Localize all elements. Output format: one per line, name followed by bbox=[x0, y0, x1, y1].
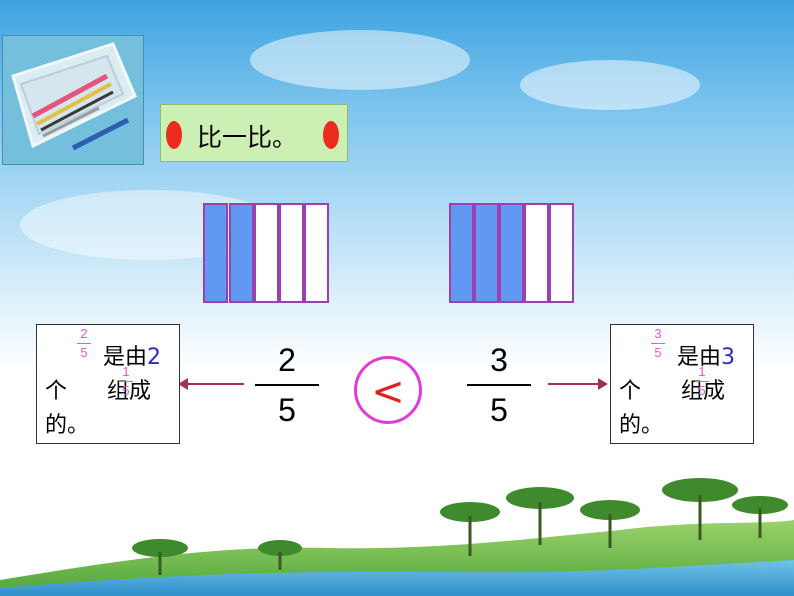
comparison-circle: < bbox=[354, 356, 422, 424]
bar-part-filled bbox=[449, 203, 474, 303]
mini-unit-fraction: 1 5 bbox=[695, 365, 709, 398]
mini-denominator: 5 bbox=[654, 345, 662, 360]
mini-fraction-bar bbox=[651, 343, 665, 344]
tree bbox=[662, 478, 738, 502]
right-numerator: 3 bbox=[490, 342, 508, 378]
note-count: 2 bbox=[147, 345, 162, 370]
fraction-bar bbox=[255, 384, 319, 386]
mini-fraction: 2 5 bbox=[77, 327, 91, 360]
title-text: 比一比。 bbox=[197, 123, 298, 152]
note-count: 3 bbox=[721, 345, 736, 370]
note-text: 是由 bbox=[677, 345, 722, 370]
bar-part-filled bbox=[229, 203, 254, 303]
note-text: 组成 bbox=[107, 379, 152, 404]
bar-part-filled bbox=[499, 203, 524, 303]
red-oval-icon bbox=[166, 121, 182, 149]
right-fraction-bars bbox=[449, 203, 575, 303]
bar-part-empty bbox=[304, 203, 329, 303]
cloud bbox=[250, 30, 470, 90]
less-than-symbol: < bbox=[371, 369, 405, 415]
left-explanation-box: 2 5 是由2 个组成 1 5 的。 bbox=[36, 324, 180, 444]
pencil-box-image bbox=[2, 35, 144, 165]
left-numerator: 2 bbox=[278, 342, 296, 378]
arrow-left-icon bbox=[178, 378, 244, 390]
note-text: 组成 bbox=[681, 379, 726, 404]
note-line: 是由2 bbox=[103, 339, 161, 371]
mini-numerator: 1 bbox=[122, 364, 130, 379]
bar-part-filled bbox=[474, 203, 499, 303]
note-text: 个 bbox=[45, 379, 68, 404]
mini-denominator: 5 bbox=[122, 383, 130, 398]
note-line: 个 组成 bbox=[619, 373, 725, 405]
tree bbox=[732, 496, 788, 514]
mini-denominator: 5 bbox=[698, 383, 706, 398]
mini-fraction-bar bbox=[695, 381, 709, 382]
bar-part-empty bbox=[279, 203, 304, 303]
tree bbox=[258, 540, 302, 556]
bar-part-empty bbox=[254, 203, 279, 303]
fraction-bar bbox=[467, 384, 531, 386]
note-line: 是由3 bbox=[677, 339, 735, 371]
tree bbox=[440, 502, 500, 522]
tree bbox=[506, 487, 574, 509]
note-line: 的。 bbox=[45, 413, 90, 438]
right-explanation-box: 3 5 是由3 个组成 1 5 的。 bbox=[610, 324, 754, 444]
mini-numerator: 2 bbox=[80, 326, 88, 341]
note-line: 个 组成 bbox=[45, 373, 151, 405]
bar-part-filled bbox=[203, 203, 228, 303]
note-line: 的。 bbox=[619, 413, 664, 438]
note-text: 是由 bbox=[103, 345, 148, 370]
tree bbox=[580, 500, 640, 520]
right-denominator: 5 bbox=[490, 392, 508, 428]
mini-fraction-bar bbox=[77, 343, 91, 344]
mini-numerator: 1 bbox=[698, 364, 706, 379]
mini-unit-fraction: 1 5 bbox=[119, 365, 133, 398]
mini-numerator: 3 bbox=[654, 326, 662, 341]
title-box: 比一比。 bbox=[160, 104, 348, 162]
right-fraction: 3 5 bbox=[467, 342, 531, 428]
mini-denominator: 5 bbox=[80, 345, 88, 360]
water bbox=[0, 560, 794, 596]
red-oval-icon bbox=[323, 121, 339, 149]
left-fraction: 2 5 bbox=[255, 342, 319, 428]
arrow-right-icon bbox=[548, 378, 608, 390]
note-text: 个 bbox=[619, 379, 642, 404]
mini-fraction: 3 5 bbox=[651, 327, 665, 360]
left-denominator: 5 bbox=[278, 392, 296, 428]
tree bbox=[132, 539, 188, 557]
bar-part-empty bbox=[549, 203, 574, 303]
bar-part-empty bbox=[524, 203, 549, 303]
cloud bbox=[520, 60, 700, 110]
left-fraction-bars bbox=[203, 203, 331, 303]
mini-fraction-bar bbox=[119, 381, 133, 382]
